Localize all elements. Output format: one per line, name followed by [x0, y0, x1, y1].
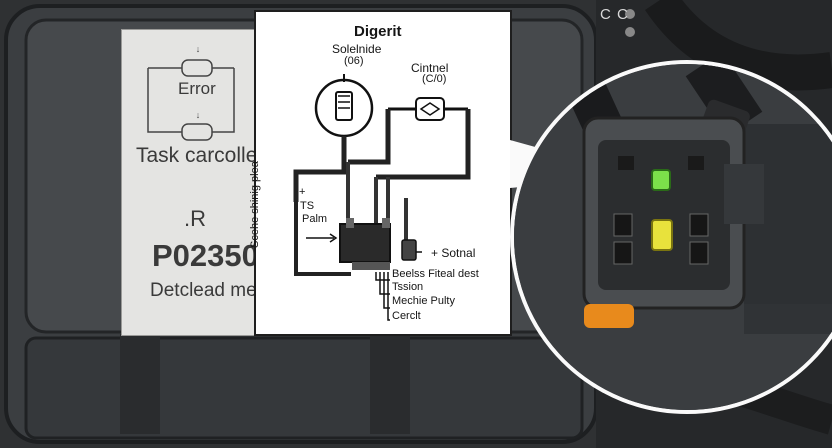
connector-zoom-inset: [510, 60, 832, 414]
feature-label: Beelss Fiteal dest: [392, 268, 479, 280]
sotnal-plug-symbol: [401, 239, 417, 261]
wiring-diagram-art: [293, 74, 471, 321]
error-placard: ↓ ↓ Error Task carcollegt .R P02350 Detc…: [122, 30, 275, 335]
placard-task-text: Task carcollegt: [136, 144, 275, 167]
tssion-label: Tssion: [392, 281, 424, 293]
channel-sub-label: (C/0): [422, 73, 447, 85]
svg-text:↓: ↓: [196, 110, 201, 120]
placard-detect-text: Detclead merr: [150, 280, 270, 301]
cerclt-label: Cerclt: [392, 310, 421, 322]
solenoid-sub-label: (06): [344, 55, 364, 67]
green-terminal: [651, 169, 671, 191]
ts-label: TS: [300, 200, 315, 212]
placard-error-label: Error: [178, 79, 216, 98]
solenoid-label: Solelnide: [332, 42, 382, 56]
placard-connector-art: ↓ ↓: [147, 44, 235, 141]
sotnal-label: + Sotnal: [431, 246, 476, 260]
module-connector-symbol: [339, 223, 391, 263]
corner-marking: C C: [600, 6, 629, 23]
plus-label: +: [299, 186, 306, 198]
channel-label: Cintnel: [411, 61, 449, 75]
connector-closeup-art: [514, 64, 832, 410]
yellow-terminal: [651, 219, 673, 251]
palm-label: Palm: [302, 213, 328, 225]
svg-text:↓: ↓: [196, 44, 201, 54]
mechie-label: Mechie Pulty: [392, 295, 455, 307]
diagram-title: Digerit: [354, 23, 402, 40]
wiring-diagram-panel: Digerit Solelnide (06) Cintnel (C/0) + T…: [249, 12, 510, 334]
placard-error-code: P02350: [152, 238, 259, 273]
placard-r-text: .R: [184, 206, 206, 231]
